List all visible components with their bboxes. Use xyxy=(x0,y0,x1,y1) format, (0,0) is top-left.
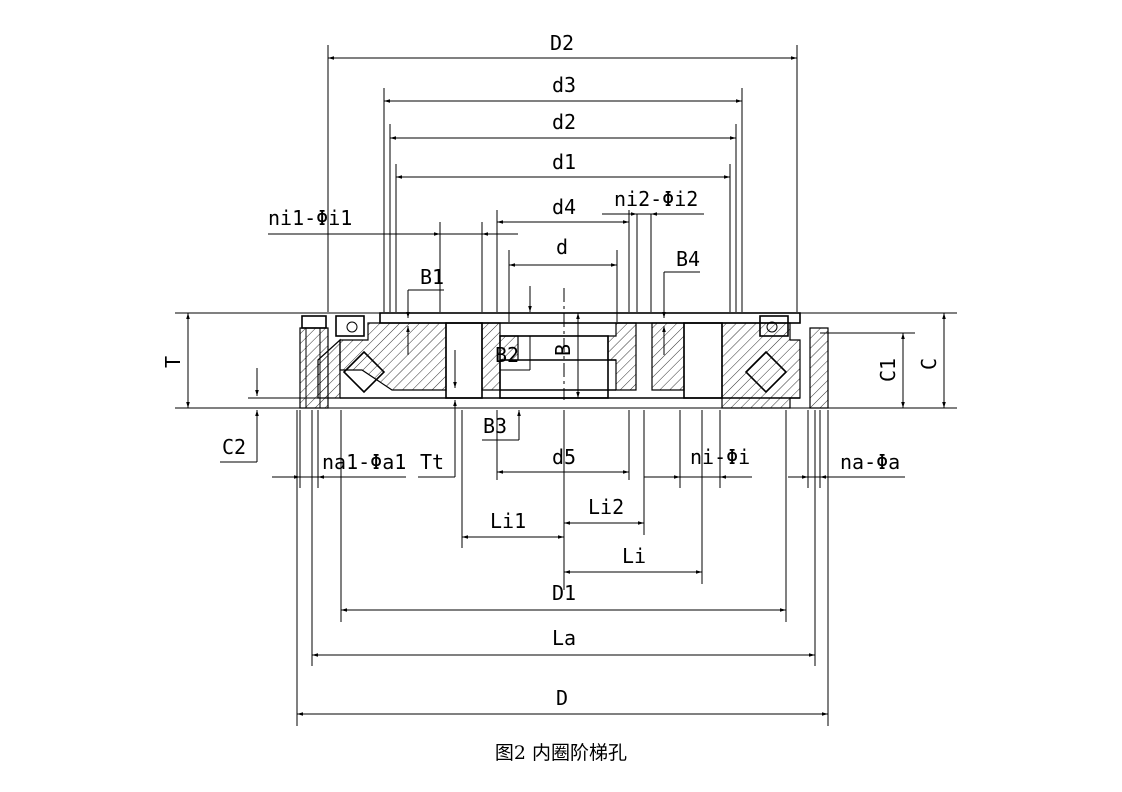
dim-d4: d4 xyxy=(496,195,630,312)
dim-d1: d1 xyxy=(395,150,731,312)
dim-d: d xyxy=(508,235,618,322)
dim-La: La xyxy=(311,410,816,666)
label-B1: B1 xyxy=(420,265,444,289)
label-B: B xyxy=(551,344,575,356)
dim-ni1: ni1-Φi1 xyxy=(268,206,518,312)
label-d1: d1 xyxy=(552,150,576,174)
bearing-section xyxy=(175,288,957,409)
dim-B4: B4 xyxy=(662,247,700,355)
dim-B3: B3 xyxy=(482,410,521,441)
dim-ni2: ni2-Φi2 xyxy=(602,187,704,312)
label-ni2: ni2-Φi2 xyxy=(614,187,698,211)
dim-d3: d3 xyxy=(383,73,743,312)
dim-D1: D1 xyxy=(340,410,787,622)
label-D: D xyxy=(556,686,568,710)
dim-na: na-Φa xyxy=(788,410,905,488)
dim-Li: Li xyxy=(564,410,703,584)
dim-B: B xyxy=(551,313,580,398)
label-B2: B2 xyxy=(495,343,519,367)
label-d: d xyxy=(556,235,568,259)
label-d4: d4 xyxy=(552,195,576,219)
dim-C2: C2 xyxy=(220,368,259,463)
label-C: C xyxy=(917,358,941,370)
dim-na1: na1-Φa1 xyxy=(272,410,406,488)
dim-D: D xyxy=(296,410,829,726)
dim-T: T xyxy=(161,313,190,408)
label-na: na-Φa xyxy=(840,450,900,474)
label-Tt: Tt xyxy=(420,450,444,474)
label-D1: D1 xyxy=(552,581,576,605)
dim-C: C xyxy=(917,313,946,408)
label-ni1: ni1-Φi1 xyxy=(268,206,352,230)
dim-d5: d5 xyxy=(496,410,630,480)
dim-D2: D2 xyxy=(327,31,798,312)
dim-B2: B2 xyxy=(495,286,532,371)
label-C2: C2 xyxy=(222,435,246,459)
dim-Tt: Tt xyxy=(418,350,457,478)
label-Li1: Li1 xyxy=(490,509,526,533)
dim-d2: d2 xyxy=(389,110,737,312)
label-ni: ni-Φi xyxy=(690,445,750,469)
figure-caption: 图2 内圈阶梯孔 xyxy=(494,742,628,764)
label-d2: d2 xyxy=(552,110,576,134)
label-Li: Li xyxy=(622,544,646,568)
label-La: La xyxy=(552,626,576,650)
label-B4: B4 xyxy=(676,247,700,271)
dim-Li2: Li2 xyxy=(564,410,645,535)
label-d3: d3 xyxy=(552,73,576,97)
dim-ni: ni-Φi xyxy=(644,410,752,488)
dim-Li1: Li1 xyxy=(461,410,565,590)
label-T: T xyxy=(161,356,185,368)
label-B3: B3 xyxy=(483,414,507,438)
label-Li2: Li2 xyxy=(588,495,624,519)
dim-C1: C1 xyxy=(820,332,915,408)
label-C1: C1 xyxy=(876,358,900,382)
label-D2: D2 xyxy=(550,31,574,55)
label-na1: na1-Φa1 xyxy=(322,450,406,474)
